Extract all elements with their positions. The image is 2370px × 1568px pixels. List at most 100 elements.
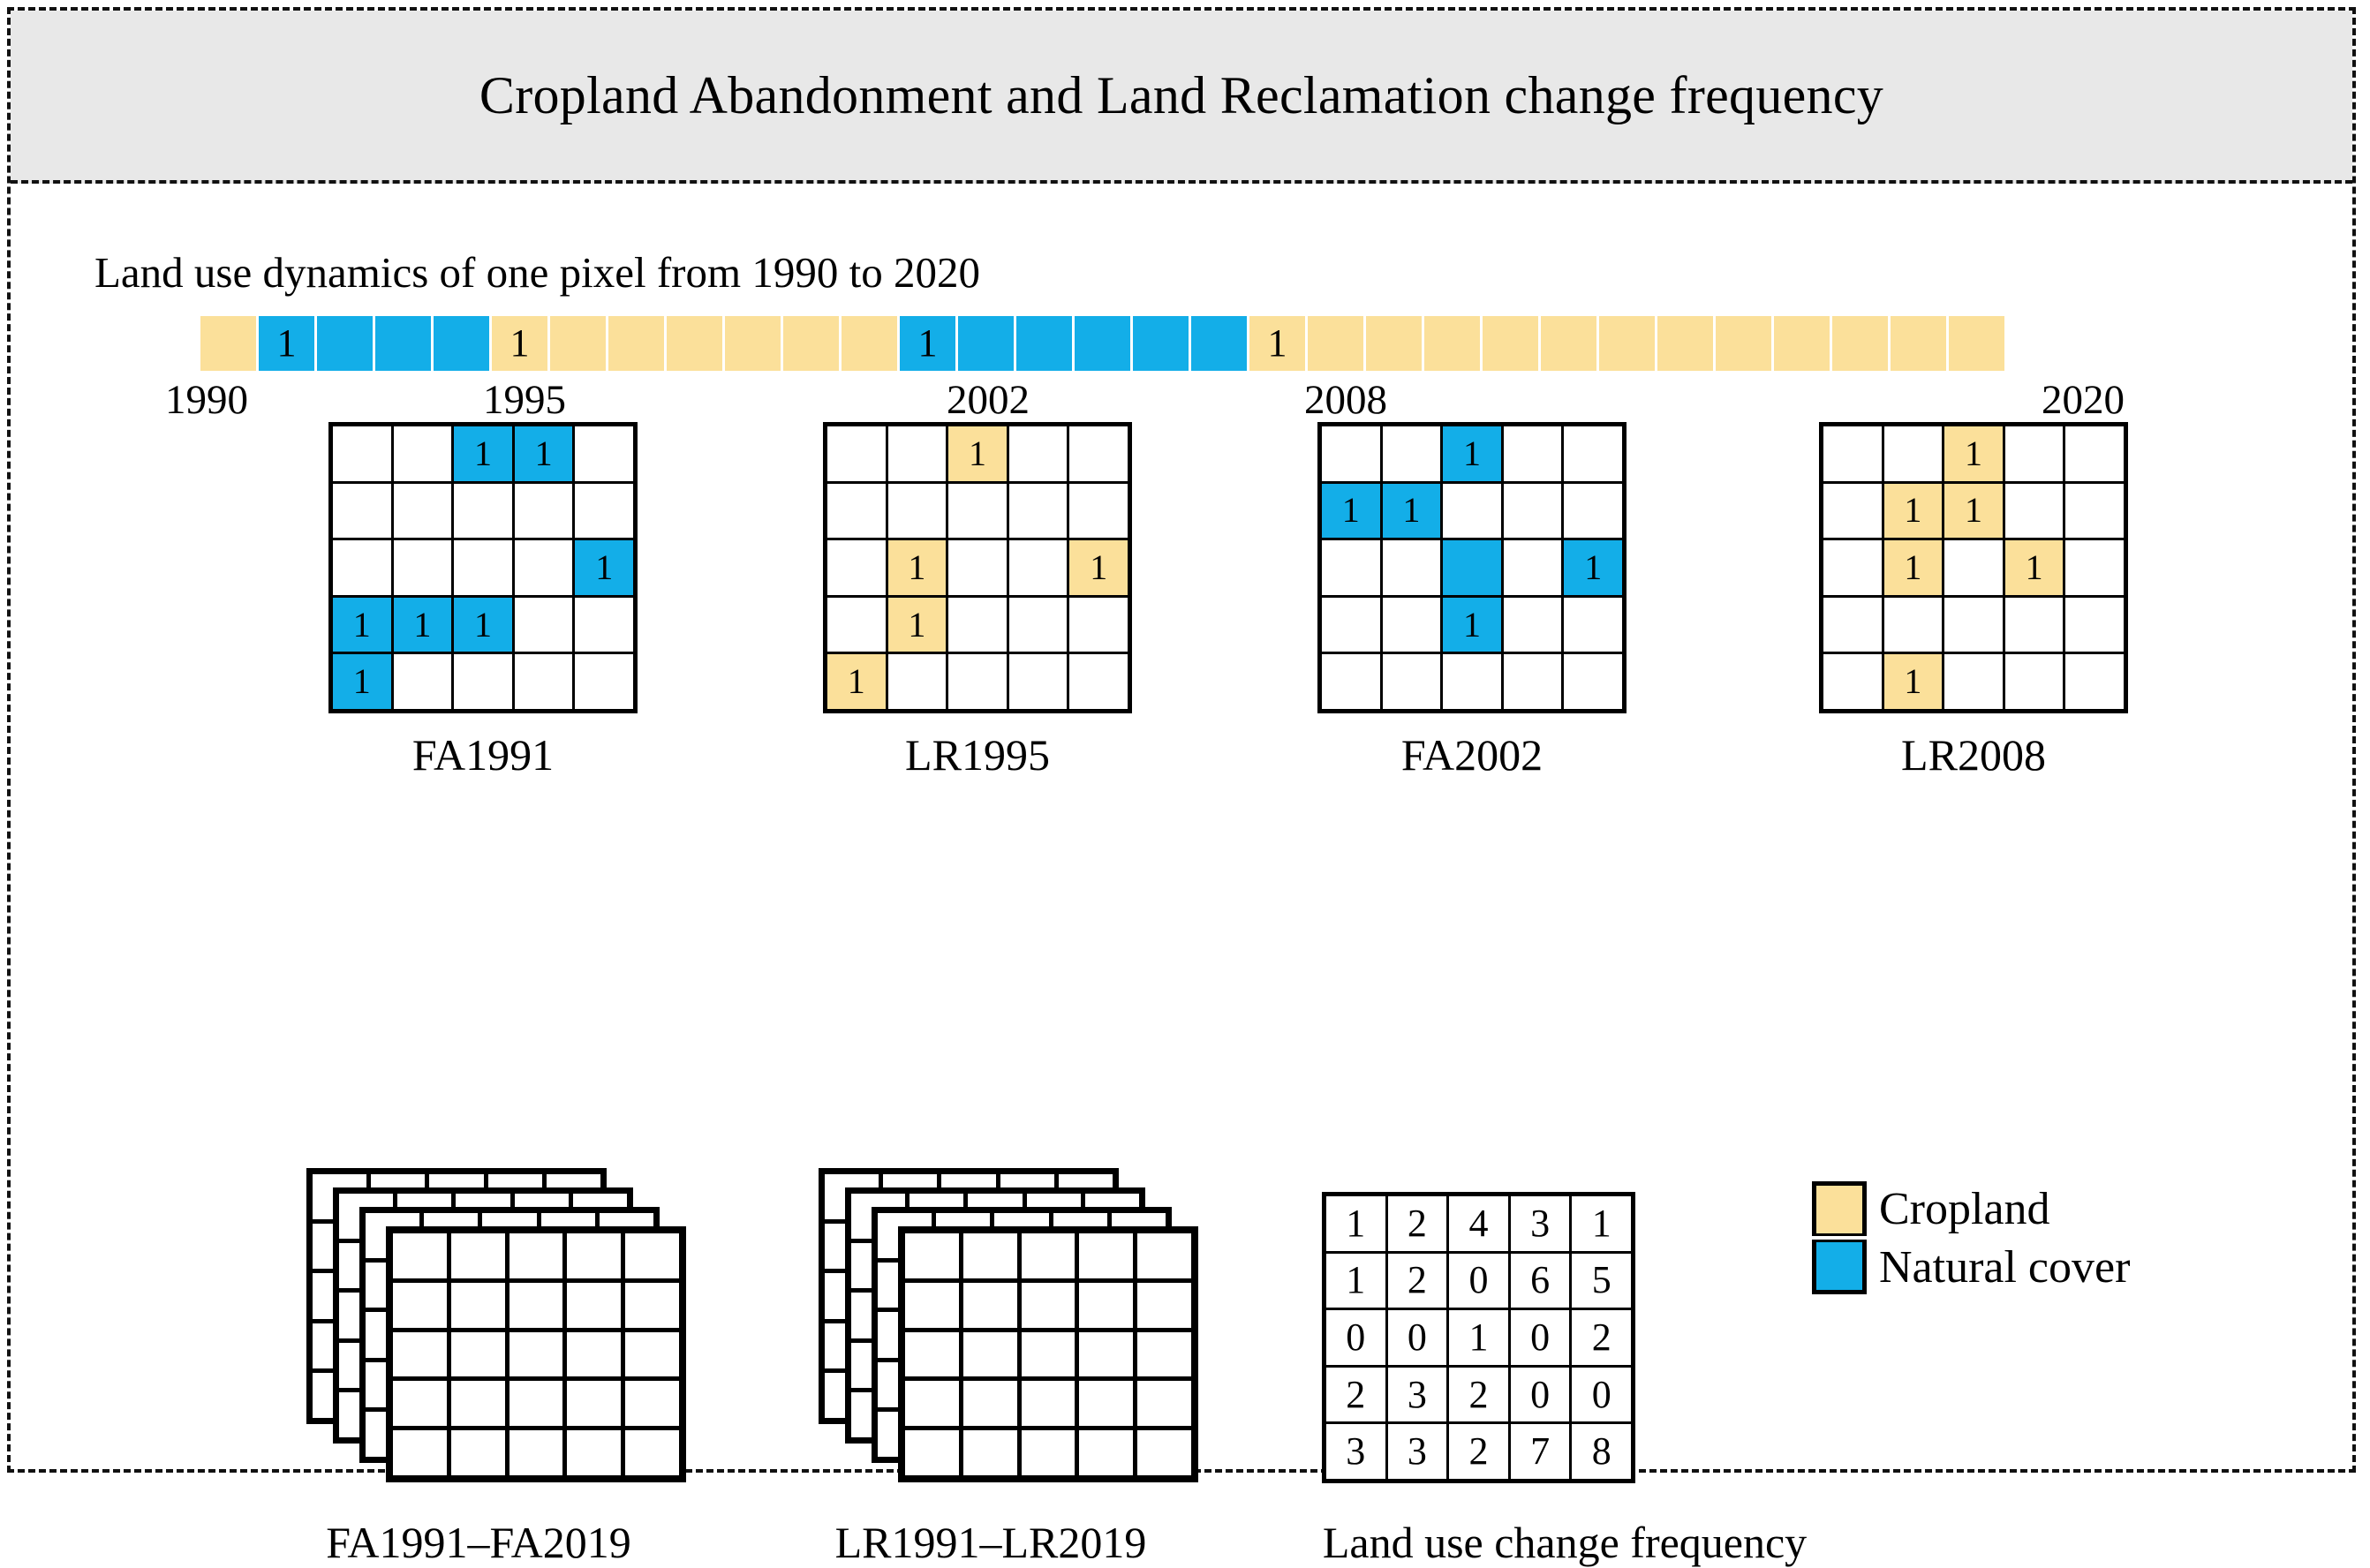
stack-cell bbox=[962, 1381, 1017, 1427]
grid-cell bbox=[2065, 597, 2124, 652]
grid-cell bbox=[2004, 426, 2064, 481]
grid-cell bbox=[1823, 483, 1882, 539]
grid-cell bbox=[1322, 426, 1380, 481]
timeline-cell bbox=[1308, 316, 1363, 371]
grid-cell: 1 bbox=[1944, 426, 2003, 481]
legend: Cropland Natural cover bbox=[1812, 1180, 2130, 1296]
grid-cell: 1 bbox=[887, 540, 947, 595]
legend-label-cropland: Cropland bbox=[1879, 1183, 2050, 1234]
timeline-cell bbox=[434, 316, 489, 371]
timeline-cell bbox=[1891, 316, 1946, 371]
timeline-cell bbox=[725, 316, 781, 371]
grid-cell bbox=[948, 654, 1007, 709]
grid-cell bbox=[1443, 540, 1501, 595]
grid-cell: 1 bbox=[1564, 540, 1622, 595]
grid-cell bbox=[1008, 483, 1068, 539]
grid-cell bbox=[333, 483, 391, 539]
grid-label: LR2008 bbox=[1901, 730, 2046, 780]
grid-cell bbox=[1382, 540, 1441, 595]
grid-cell bbox=[575, 483, 633, 539]
stack-cell bbox=[962, 1282, 1017, 1328]
grid-cell bbox=[1443, 654, 1501, 709]
grid-cell bbox=[1322, 597, 1380, 652]
frequency-cell: 3 bbox=[1387, 1367, 1447, 1422]
timeline-cell bbox=[1541, 316, 1596, 371]
timeline-year-label: 2002 bbox=[947, 377, 1030, 423]
legend-label-natural-cover: Natural cover bbox=[1879, 1241, 2131, 1293]
stack-cell bbox=[962, 1331, 1017, 1377]
stack-fa bbox=[306, 1168, 686, 1486]
title-band: Cropland Abandonment and Land Reclamatio… bbox=[11, 11, 2352, 184]
timeline-cell bbox=[1599, 316, 1655, 371]
grid-cell bbox=[514, 483, 573, 539]
grid-cell bbox=[2004, 597, 2064, 652]
frequency-cell: 2 bbox=[1326, 1367, 1385, 1422]
grid-cell bbox=[1564, 597, 1622, 652]
stack-cell bbox=[450, 1381, 505, 1427]
grid-cell bbox=[514, 540, 573, 595]
timeline-cell bbox=[1832, 316, 1888, 371]
grid-cell bbox=[1069, 426, 1128, 481]
stack-cell bbox=[450, 1430, 505, 1475]
frequency-cell: 3 bbox=[1326, 1424, 1385, 1479]
timeline-cell: 1 bbox=[259, 316, 314, 371]
grid-label: LR1995 bbox=[905, 730, 1050, 780]
grid-cell bbox=[575, 654, 633, 709]
grid-cell bbox=[393, 540, 452, 595]
stack-cell bbox=[450, 1233, 505, 1278]
grid-cell bbox=[393, 483, 452, 539]
stack-cell bbox=[625, 1381, 679, 1427]
frequency-cell: 1 bbox=[1326, 1196, 1385, 1251]
grid-cell bbox=[887, 426, 947, 481]
stack-cell bbox=[962, 1430, 1017, 1475]
stack-cell bbox=[1021, 1381, 1076, 1427]
grid-cell bbox=[575, 426, 633, 481]
grid-cell bbox=[454, 654, 512, 709]
grid-cell bbox=[1823, 540, 1882, 595]
timeline-cell: 1 bbox=[900, 316, 955, 371]
stack-cell bbox=[567, 1233, 622, 1278]
grid-cell bbox=[1503, 597, 1562, 652]
stack-cell bbox=[1079, 1331, 1134, 1377]
grid-cell bbox=[2065, 426, 2124, 481]
frequency-cell: 5 bbox=[1572, 1253, 1631, 1308]
frequency-cell: 1 bbox=[1572, 1196, 1631, 1251]
grid-cell bbox=[514, 597, 573, 652]
stack-layer bbox=[386, 1226, 686, 1482]
grid-cell bbox=[827, 426, 886, 481]
grid-cell bbox=[1503, 654, 1562, 709]
grid-cell bbox=[333, 540, 391, 595]
stack-cell bbox=[509, 1282, 563, 1328]
grid-cell bbox=[1382, 654, 1441, 709]
subtitle-text: Land use dynamics of one pixel from 1990… bbox=[94, 248, 980, 297]
grid-cell bbox=[1944, 540, 2003, 595]
grid-cell: 1 bbox=[393, 597, 452, 652]
stack-cell bbox=[905, 1331, 959, 1377]
grid-cell bbox=[1944, 654, 2003, 709]
grid-cell bbox=[1443, 483, 1501, 539]
stack-cell bbox=[1137, 1282, 1191, 1328]
grid-cell bbox=[393, 426, 452, 481]
frequency-cell: 1 bbox=[1326, 1253, 1385, 1308]
timeline-cell: 1 bbox=[492, 316, 547, 371]
grid-cell: 1 bbox=[1883, 483, 1943, 539]
stack-cell bbox=[509, 1430, 563, 1475]
grid-cell: 1 bbox=[2004, 540, 2064, 595]
frequency-cell: 6 bbox=[1510, 1253, 1570, 1308]
grid-cell bbox=[1944, 597, 2003, 652]
grid-cell bbox=[1883, 597, 1943, 652]
frequency-cell: 2 bbox=[1572, 1310, 1631, 1365]
grid-cell bbox=[1823, 597, 1882, 652]
grid-cell bbox=[948, 597, 1007, 652]
grid-cell: 1 bbox=[1443, 597, 1501, 652]
timeline-cell bbox=[842, 316, 897, 371]
grid-cell bbox=[1322, 540, 1380, 595]
figure-body: Land use dynamics of one pixel from 1990… bbox=[11, 184, 2352, 1567]
frequency-cell: 8 bbox=[1572, 1424, 1631, 1479]
stack-cell bbox=[1137, 1331, 1191, 1377]
frequency-cell: 2 bbox=[1449, 1367, 1508, 1422]
stack-cell bbox=[905, 1430, 959, 1475]
stack-cell bbox=[1021, 1233, 1076, 1278]
